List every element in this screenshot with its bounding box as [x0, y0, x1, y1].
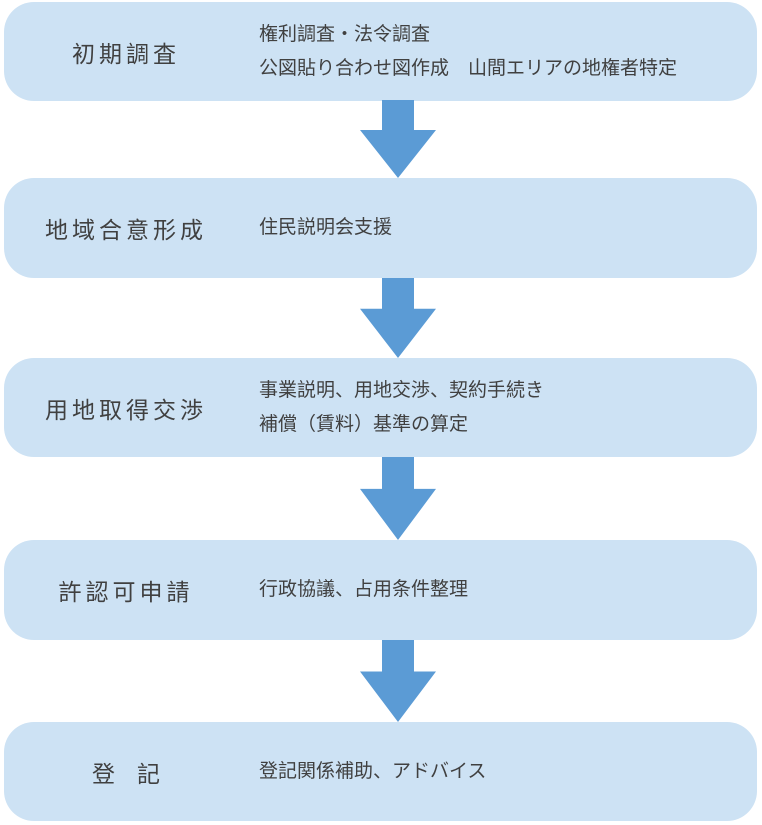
step-label: 登記 — [92, 760, 182, 787]
step-description: 登記関係補助、アドバイス — [248, 755, 486, 789]
step-box-registration: 登記 登記関係補助、アドバイス — [4, 722, 757, 821]
step-description: 住民説明会支援 — [248, 211, 392, 245]
step-description-line: 補償（賃料）基準の算定 — [259, 413, 469, 435]
step-description: 事業説明、用地交渉、契約手続き 補償（賃料）基準の算定 — [248, 374, 544, 442]
step-description-line: 事業説明、用地交渉、契約手続き — [259, 379, 545, 401]
step-box-initial-survey: 初期調査 権利調査・法令調査 公図貼り合わせ図作成 山間エリアの地権者特定 — [4, 2, 757, 101]
step-label: 許認可申請 — [58, 579, 194, 605]
step-description-line: 権利調査・法令調査 — [259, 23, 431, 45]
step-box-land-acquisition-negotiation: 用地取得交渉 事業説明、用地交渉、契約手続き 補償（賃料）基準の算定 — [4, 358, 757, 457]
down-arrow-icon — [360, 100, 436, 178]
step-label: 用地取得交渉 — [45, 396, 207, 423]
step-description-line: 登記関係補助、アドバイス — [259, 760, 487, 782]
step-label: 地域合意形成 — [45, 217, 207, 243]
step-box-community-consensus: 地域合意形成 住民説明会支援 — [4, 178, 757, 278]
step-description-line: 行政協議、占用条件整理 — [259, 579, 469, 600]
step-box-permit-application: 許認可申請 行政協議、占用条件整理 — [4, 540, 757, 640]
step-description: 権利調査・法令調査 公図貼り合わせ図作成 山間エリアの地権者特定 — [248, 18, 677, 86]
step-description-line: 住民説明会支援 — [259, 217, 393, 238]
step-description: 行政協議、占用条件整理 — [248, 573, 468, 607]
step-description-line: 公図貼り合わせ図作成 山間エリアの地権者特定 — [259, 57, 678, 79]
step-label: 初期調査 — [72, 40, 180, 67]
down-arrow-icon — [360, 278, 436, 358]
down-arrow-icon — [360, 640, 436, 722]
down-arrow-icon — [360, 457, 436, 540]
